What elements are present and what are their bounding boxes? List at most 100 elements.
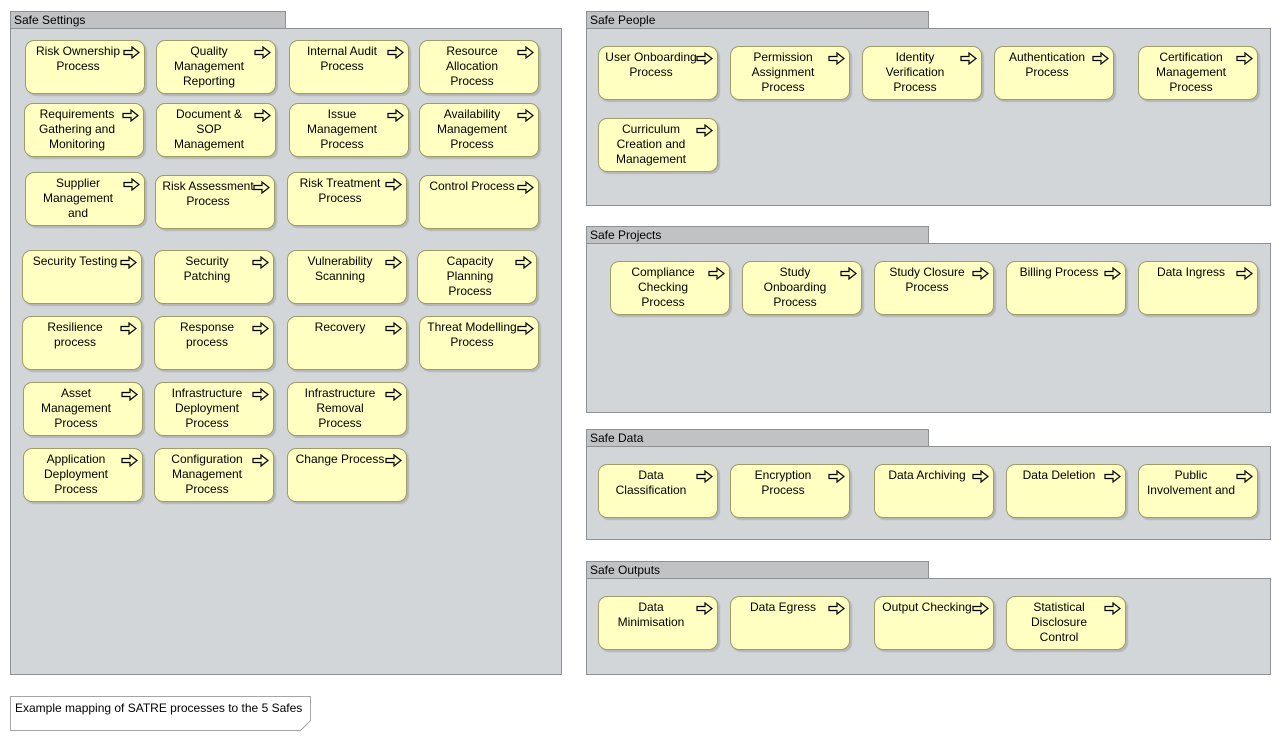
group-title: Safe People	[590, 13, 656, 27]
process-label: Resource Allocation Process	[445, 44, 499, 88]
process-change[interactable]: Change Process	[287, 448, 407, 502]
process-label: Public Involvement and	[1146, 468, 1236, 497]
process-response[interactable]: Response process	[154, 316, 274, 370]
process-label: Study Closure Process	[889, 265, 965, 294]
process-label: Data Archiving	[888, 468, 966, 482]
process-output-checking[interactable]: Output Checking	[874, 596, 994, 650]
process-label: Configuration Management Process	[171, 452, 243, 496]
process-label: User Onboarding Process	[605, 50, 697, 79]
process-availability-management[interactable]: Availability Management Process	[419, 103, 539, 157]
process-security-testing[interactable]: Security Testing	[22, 250, 142, 304]
process-data-egress[interactable]: Data Egress	[730, 596, 850, 650]
process-label: Authentication Process	[1008, 50, 1086, 79]
diagram-note[interactable]: Example mapping of SATRE processes to th…	[10, 696, 311, 731]
process-study-onboarding[interactable]: Study Onboarding Process	[742, 261, 862, 315]
process-billing[interactable]: Billing Process	[1006, 261, 1126, 315]
process-arrow-icon	[385, 322, 402, 335]
group-tab-safe-projects[interactable]: Safe Projects	[586, 226, 929, 243]
process-capacity-planning[interactable]: Capacity Planning Process	[417, 250, 537, 304]
process-control[interactable]: Control Process	[419, 175, 539, 229]
process-recovery[interactable]: Recovery	[287, 316, 407, 370]
process-document-sop-management[interactable]: Document & SOP Management	[156, 103, 276, 157]
process-asset-management[interactable]: Asset Management Process	[23, 382, 143, 436]
process-arrow-icon	[696, 470, 713, 483]
process-arrow-icon	[253, 181, 270, 194]
group-tab-safe-people[interactable]: Safe People	[586, 11, 929, 28]
process-encryption[interactable]: Encryption Process	[730, 464, 850, 518]
process-data-ingress[interactable]: Data Ingress	[1138, 261, 1258, 315]
group-title: Safe Data	[590, 431, 644, 445]
process-data-archiving[interactable]: Data Archiving	[874, 464, 994, 518]
process-arrow-icon	[972, 602, 989, 615]
process-risk-ownership[interactable]: Risk Ownership Process	[25, 40, 145, 94]
process-issue-management[interactable]: Issue Management Process	[289, 103, 409, 157]
process-curriculum-creation[interactable]: Curriculum Creation and Management	[598, 118, 718, 172]
process-data-deletion[interactable]: Data Deletion	[1006, 464, 1126, 518]
process-statistical-disclosure-control[interactable]: Statistical Disclosure Control	[1006, 596, 1126, 650]
process-certification-management[interactable]: Certification Management Process	[1138, 46, 1258, 100]
process-configuration-management[interactable]: Configuration Management Process	[154, 448, 274, 502]
process-infrastructure-deployment[interactable]: Infrastructure Deployment Process	[154, 382, 274, 436]
process-arrow-icon	[385, 256, 402, 269]
process-identity-verification[interactable]: Identity Verification Process	[862, 46, 982, 100]
process-resilience[interactable]: Resilience process	[22, 316, 142, 370]
process-arrow-icon	[385, 454, 402, 467]
process-application-deployment[interactable]: Application Deployment Process	[23, 448, 143, 502]
process-label: Risk Assessment Process	[162, 179, 254, 208]
process-arrow-icon	[708, 267, 725, 280]
process-permission-assignment[interactable]: Permission Assignment Process	[730, 46, 850, 100]
process-risk-assessment[interactable]: Risk Assessment Process	[155, 175, 275, 229]
group-tab-safe-settings[interactable]: Safe Settings	[10, 11, 286, 28]
process-arrow-icon	[828, 470, 845, 483]
process-arrow-icon	[972, 267, 989, 280]
group-tab-safe-outputs[interactable]: Safe Outputs	[586, 561, 929, 578]
process-data-classification[interactable]: Data Classification	[598, 464, 718, 518]
process-label: Vulnerability Scanning	[307, 254, 373, 283]
process-label: Data Deletion	[1022, 468, 1096, 482]
process-label: Data Ingress	[1156, 265, 1226, 279]
process-arrow-icon	[120, 322, 137, 335]
process-arrow-icon	[696, 124, 713, 137]
group-title: Safe Settings	[14, 13, 86, 27]
process-arrow-icon	[387, 109, 404, 122]
process-arrow-icon	[696, 52, 713, 65]
process-label: Billing Process	[1019, 265, 1099, 279]
process-internal-audit[interactable]: Internal Audit Process	[289, 40, 409, 94]
group-tab-safe-data[interactable]: Safe Data	[586, 429, 929, 446]
process-compliance-checking[interactable]: Compliance Checking Process	[610, 261, 730, 315]
process-label: Output Checking	[882, 600, 972, 614]
process-data-minimisation[interactable]: Data Minimisation	[598, 596, 718, 650]
process-arrow-icon	[1104, 602, 1121, 615]
process-security-patching[interactable]: Security Patching	[154, 250, 274, 304]
process-resource-allocation[interactable]: Resource Allocation Process	[419, 40, 539, 94]
process-arrow-icon	[121, 388, 138, 401]
process-label: Threat Modelling Process	[427, 320, 517, 349]
process-label: Infrastructure Deployment Process	[171, 386, 243, 430]
process-label: Control Process	[429, 179, 515, 193]
process-label: Curriculum Creation and Management	[615, 122, 687, 166]
process-risk-treatment[interactable]: Risk Treatment Process	[287, 172, 407, 226]
group-title: Safe Projects	[590, 228, 662, 242]
process-vulnerability-scanning[interactable]: Vulnerability Scanning	[287, 250, 407, 304]
process-authentication[interactable]: Authentication Process	[994, 46, 1114, 100]
process-arrow-icon	[828, 52, 845, 65]
process-public-involvement[interactable]: Public Involvement and	[1138, 464, 1258, 518]
process-label: Study Onboarding Process	[763, 265, 827, 309]
process-threat-modelling[interactable]: Threat Modelling Process	[419, 316, 539, 370]
process-study-closure[interactable]: Study Closure Process	[874, 261, 994, 315]
process-arrow-icon	[515, 256, 532, 269]
process-requirements-gathering[interactable]: Requirements Gathering and Monitoring	[24, 103, 144, 157]
process-label: Permission Assignment Process	[751, 50, 815, 94]
process-user-onboarding[interactable]: User Onboarding Process	[598, 46, 718, 100]
process-label: Application Deployment Process	[43, 452, 109, 496]
process-arrow-icon	[252, 322, 269, 335]
process-supplier-management[interactable]: Supplier Management and	[25, 172, 145, 226]
process-arrow-icon	[517, 322, 534, 335]
process-label: Certification Management Process	[1155, 50, 1227, 94]
process-label: Response process	[179, 320, 235, 349]
process-quality-management-reporting[interactable]: Quality Management Reporting	[156, 40, 276, 94]
process-arrow-icon	[960, 52, 977, 65]
process-infrastructure-removal[interactable]: Infrastructure Removal Process	[287, 382, 407, 436]
process-label: Issue Management Process	[306, 107, 378, 151]
process-arrow-icon	[252, 256, 269, 269]
